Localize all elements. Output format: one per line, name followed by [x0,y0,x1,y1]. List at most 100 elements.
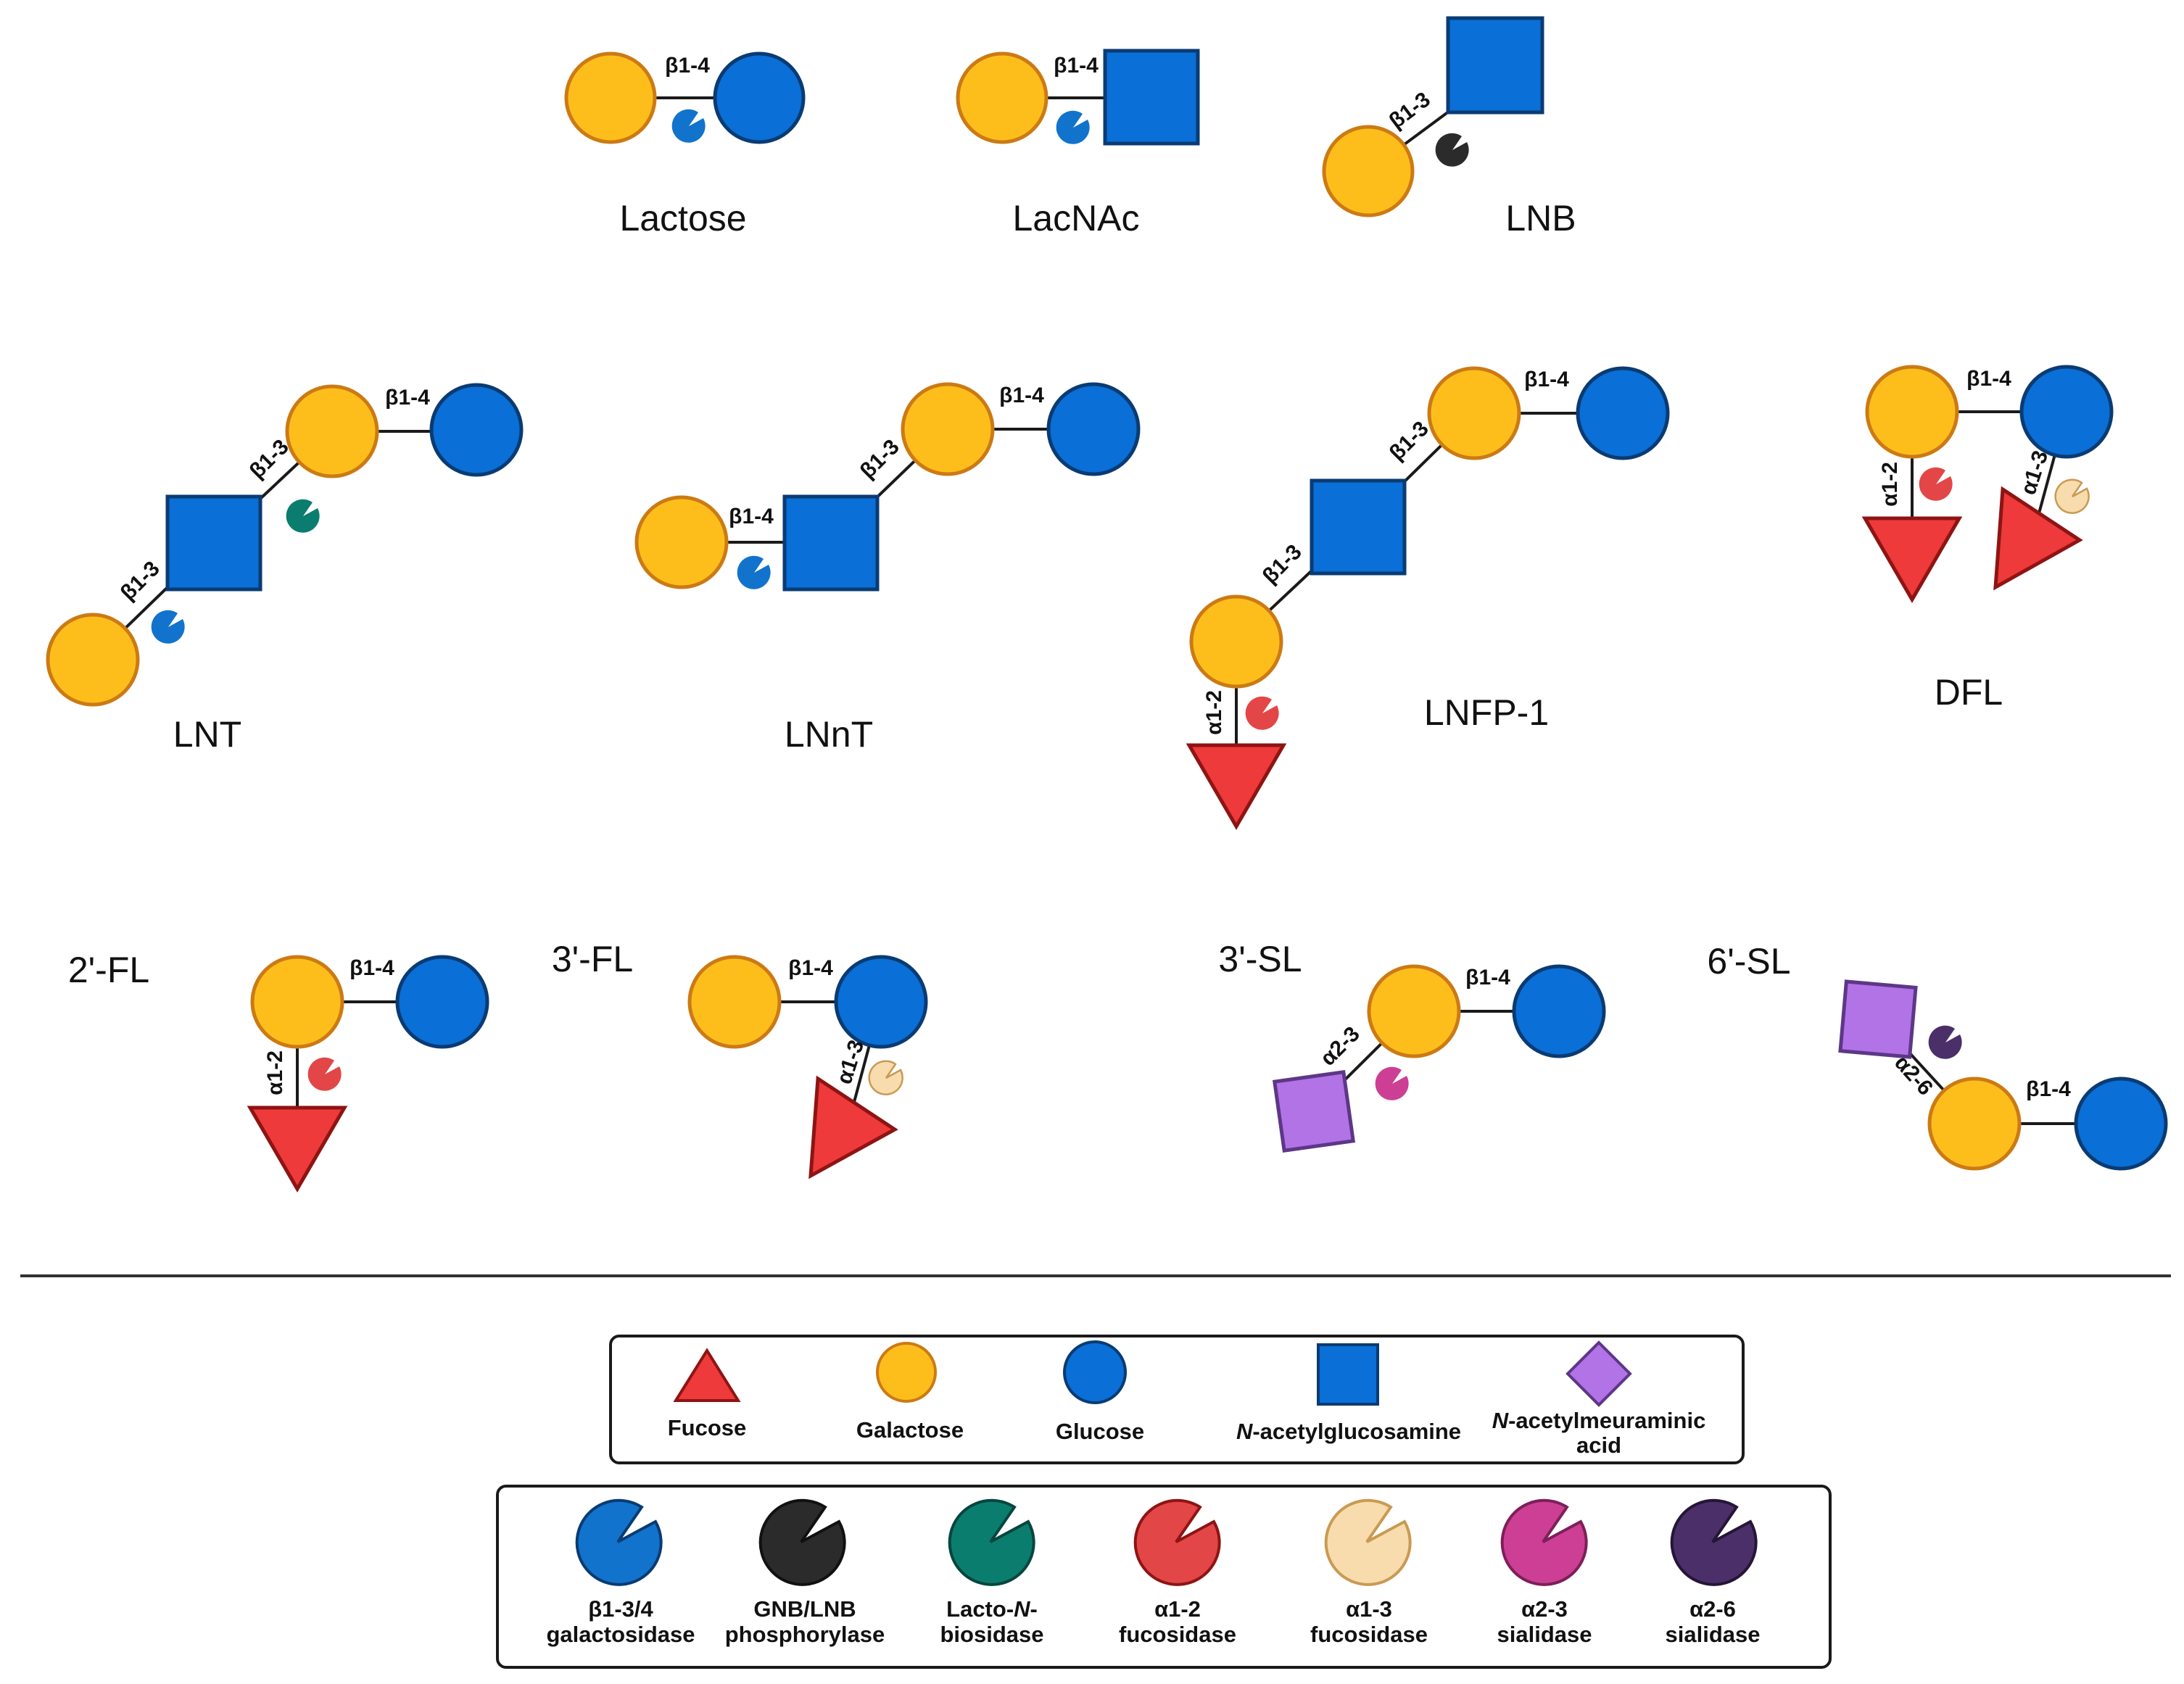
linkage-label: β1-4 [1524,368,1569,391]
legend-label: α2-3 [1521,1596,1568,1622]
galactose-residue [250,955,344,1049]
fucose-residue [808,1075,898,1179]
linkage-label: β1-4 [2026,1077,2071,1101]
structure-name: 6'-SL [1707,941,1790,982]
linkage-label: β1-3 [856,435,904,484]
galactose-residue [1322,125,1415,217]
structure-lnfp1: β1-4 β1-3 β1-3 α1-2 LNFP-1 [1186,366,1670,830]
linkage-label: β1-4 [1966,367,2011,391]
phosphorylase-enzyme-icon [1435,133,1469,167]
legend-label: phosphorylase [725,1622,885,1647]
structure-name: 2'-FL [68,950,149,990]
galactosidase-enzyme-icon [151,610,185,644]
fucosidase-enzyme-icon [868,1060,903,1095]
linkage-label: β1-4 [665,54,710,78]
fucose-residue [1993,486,2083,591]
neuac-residue [1272,1069,1356,1153]
legend-label: fucosidase [1310,1622,1428,1647]
structure-lnb: β1-3 LNB [1322,16,1576,239]
galactose-residue [901,382,995,476]
neuac-residue [1838,979,1918,1059]
glucose-residue [395,955,489,1049]
legend-label: α1-2 [1154,1596,1201,1622]
legend-label: Glucose [1056,1419,1144,1444]
legend-item-lacto-n-biosidase: Lacto-N- biosidase [940,1498,1044,1647]
glucose-residue [429,383,524,477]
legend-label: GNB/LNB [753,1596,856,1622]
linkage-label: α1-2 [1878,462,1902,507]
linkage-label: β1-4 [1054,54,1099,78]
fucosidase-enzyme-icon [1245,696,1279,730]
glcnac-residue [1310,478,1407,576]
galactose-residue [1367,964,1461,1058]
sialidase-enzyme-icon [1375,1066,1409,1100]
galactose-residue [46,613,140,707]
structure-2-fl: 2'-FL β1-4 α1-2 [68,950,489,1193]
galactose-residue [687,955,782,1049]
legend-label: Galactose [856,1417,964,1443]
linkage-label: β1-4 [349,956,394,980]
linkage-label: β1-4 [999,383,1044,407]
linkage-label: α2-6 [1890,1051,1937,1100]
legend-label: β1-3/4 [588,1596,653,1622]
legend-label: α2-6 [1689,1596,1736,1622]
linkage-label: α2-3 [1316,1022,1365,1071]
fucose-residue [1861,516,1963,603]
linkage-label: β1-4 [385,386,430,410]
glucose-residue [2019,365,2114,459]
legend-item-a13-fucosidase: α1-3 fucosidase [1310,1498,1428,1647]
glucose-icon [1063,1340,1127,1404]
glcnac-icon [1317,1343,1379,1406]
legend-item-galactose: Galactose [856,1342,964,1443]
glcnac-residue [1446,16,1544,115]
structure-name: DFL [1935,672,2003,713]
structure-name: 3'-SL [1218,939,1302,979]
fucose-icon [673,1348,741,1402]
galactose-residue [1865,365,1959,459]
structure-3-fl: 3'-FL β1-4 α1-3 [552,939,928,1179]
structure-name: LNB [1505,198,1576,239]
legend-item-a23-sialidase: α2-3 sialidase [1497,1498,1592,1647]
legend-label: galactosidase [546,1622,695,1647]
legend-label: Lacto-N- [946,1596,1038,1622]
legend-item-glucose: Glucose [1056,1340,1144,1444]
legend-item-glcnac: N-acetylglucosamine [1236,1343,1461,1444]
legend-item-fucose: Fucose [668,1348,746,1440]
legend-item-neuac: N-acetylmeuraminic acid [1492,1340,1706,1458]
structure-3-sl: 3'-SL β1-4 α2-3 [1218,939,1606,1153]
legend-label: biosidase [940,1622,1044,1647]
structure-name: LacNAc [1012,198,1139,239]
linkage-label: α1-2 [263,1050,287,1095]
fucosidase-enzyme-icon [2054,478,2090,514]
legend-label: N-acetylmeuraminic [1492,1408,1706,1433]
sialidase-enzyme-icon [1928,1025,1962,1059]
lacto-n-biosidase-enzyme-icon [286,499,320,533]
galactosidase-enzyme-icon [737,555,771,589]
linkage-label: α1-3 [2017,448,2053,498]
galactosidase-enzyme-icon [671,109,706,143]
glcnac-residue [165,494,262,592]
fucosidase-enzyme-icon [1919,467,1953,501]
legend-item-a26-sialidase: α2-6 sialidase [1666,1498,1760,1647]
legend-enzymes: β1-3/4 galactosidase GNB/LNB phosphoryla… [496,1485,1832,1669]
structure-lacnac: β1-4 LacNAc [956,49,1200,239]
galactose-residue [634,495,729,589]
structure-name: Lactose [619,198,746,239]
legend-monosaccharides: Fucose Galactose Glucose N-acetylglucosa… [609,1335,1745,1464]
legend-label: sialidase [1497,1622,1592,1647]
glucose-residue [713,51,806,144]
legend-item-phosphorylase: GNB/LNB phosphorylase [725,1498,885,1647]
legend-label: acid [1576,1432,1621,1458]
glcnac-residue [1103,49,1200,146]
legend-label: N-acetylglucosamine [1236,1419,1461,1444]
structure-6-sl: 6'-SL β1-4 α2-6 [1707,941,2168,1171]
glucose-residue [1046,382,1141,476]
structure-dfl: β1-4 α1-2 α1-3 DFL [1861,365,2114,713]
galactose-residue [564,51,657,144]
structure-lnnt: β1-4 β1-3 β1-4 LNnT [634,382,1141,755]
legend-label: fucosidase [1119,1622,1236,1647]
galactose-residue [1189,594,1283,689]
galactose-residue [956,51,1048,144]
fucose-residue [247,1106,348,1193]
legend-item-galactosidase: β1-3/4 galactosidase [546,1498,695,1647]
